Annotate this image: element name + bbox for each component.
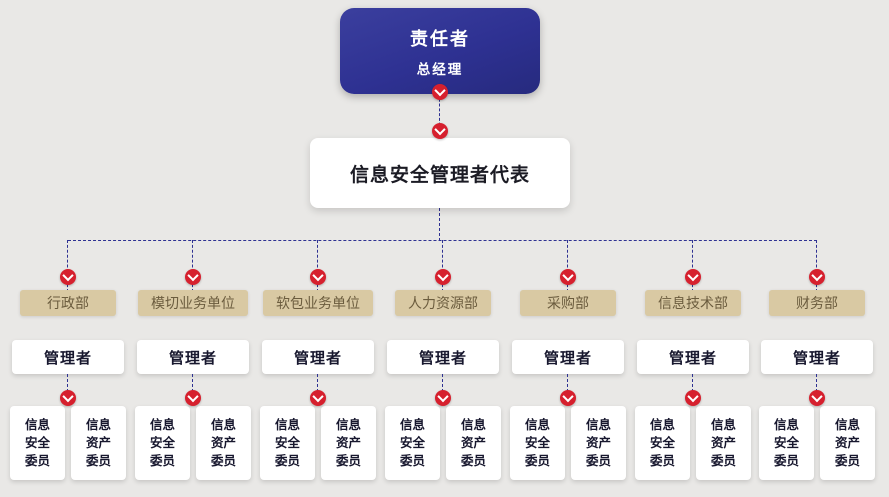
- connector-bus-to-department: [442, 240, 443, 292]
- chevron-down-icon: [434, 84, 446, 97]
- chevron-down-icon: [562, 269, 574, 282]
- connector-representative-to-bus: [439, 208, 440, 241]
- arrow-badge: [432, 84, 448, 100]
- connector-bus-to-department: [567, 240, 568, 292]
- department-column: 模切业务单位 管理者 信息 安全 委员 信息 资产 委员: [131, 240, 255, 490]
- connector-bus-to-department: [816, 240, 817, 292]
- root-node-title: 责任者: [410, 28, 470, 49]
- manager-node: 管理者: [262, 340, 374, 374]
- arrow-badge: [685, 269, 701, 285]
- manager-node: 管理者: [637, 340, 749, 374]
- connector-bus-to-department: [192, 240, 193, 292]
- chevron-down-icon: [187, 269, 199, 282]
- connector-manager-to-members: [317, 374, 318, 402]
- member-node-asset: 信息 资产 委员: [71, 406, 126, 480]
- chevron-down-icon: [437, 390, 449, 403]
- chevron-down-icon: [811, 390, 823, 403]
- member-node-asset: 信息 资产 委员: [321, 406, 376, 480]
- arrow-badge: [310, 269, 326, 285]
- department-node: 财务部: [769, 290, 865, 316]
- department-node: 软包业务单位: [263, 290, 373, 316]
- chevron-down-icon: [312, 390, 324, 403]
- chevron-down-icon: [312, 269, 324, 282]
- manager-node: 管理者: [761, 340, 873, 374]
- department-node: 行政部: [20, 290, 116, 316]
- department-column: 采购部 管理者 信息 安全 委员 信息 资产 委员: [506, 240, 630, 490]
- arrow-badge: [185, 269, 201, 285]
- arrow-badge: [435, 269, 451, 285]
- member-node-security: 信息 安全 委员: [510, 406, 565, 480]
- arrow-badge: [435, 390, 451, 406]
- department-node: 人力资源部: [395, 290, 491, 316]
- member-node-security: 信息 安全 委员: [10, 406, 65, 480]
- member-node-asset: 信息 资产 委员: [820, 406, 875, 480]
- chevron-down-icon: [437, 269, 449, 282]
- department-column: 软包业务单位 管理者 信息 安全 委员 信息 资产 委员: [256, 240, 380, 490]
- connector-manager-to-members: [692, 374, 693, 402]
- arrow-badge: [60, 269, 76, 285]
- connector-manager-to-members: [192, 374, 193, 402]
- arrow-badge: [560, 269, 576, 285]
- manager-node: 管理者: [137, 340, 249, 374]
- connector-root-to-representative: [439, 94, 440, 140]
- arrow-badge: [310, 390, 326, 406]
- chevron-down-icon: [562, 390, 574, 403]
- connector-manager-to-members: [442, 374, 443, 402]
- chevron-down-icon: [187, 390, 199, 403]
- member-node-asset: 信息 资产 委员: [696, 406, 751, 480]
- member-node-asset: 信息 资产 委员: [196, 406, 251, 480]
- root-node-subtitle: 总经理: [416, 61, 464, 77]
- connector-bus-to-department: [692, 240, 693, 292]
- department-node: 采购部: [520, 290, 616, 316]
- member-node-security: 信息 安全 委员: [260, 406, 315, 480]
- arrow-badge: [560, 390, 576, 406]
- member-node-security: 信息 安全 委员: [759, 406, 814, 480]
- arrow-badge: [185, 390, 201, 406]
- department-column: 人力资源部 管理者 信息 安全 委员 信息 资产 委员: [381, 240, 505, 490]
- chevron-down-icon: [434, 123, 446, 136]
- manager-node: 管理者: [12, 340, 124, 374]
- member-node-security: 信息 安全 委员: [135, 406, 190, 480]
- member-node-asset: 信息 资产 委员: [446, 406, 501, 480]
- connector-bus-to-department: [317, 240, 318, 292]
- arrow-badge: [685, 390, 701, 406]
- department-column: 行政部 管理者 信息 安全 委员 信息 资产 委员: [6, 240, 130, 490]
- member-node-security: 信息 安全 委员: [385, 406, 440, 480]
- chevron-down-icon: [687, 390, 699, 403]
- chevron-down-icon: [62, 269, 74, 282]
- connector-manager-to-members: [67, 374, 68, 402]
- manager-node: 管理者: [512, 340, 624, 374]
- root-node-general-manager: 责任者 总经理: [340, 8, 540, 94]
- chevron-down-icon: [687, 269, 699, 282]
- arrow-badge: [809, 269, 825, 285]
- chevron-down-icon: [811, 269, 823, 282]
- connector-bus-to-department: [67, 240, 68, 292]
- connector-manager-to-members: [816, 374, 817, 402]
- member-node-security: 信息 安全 委员: [635, 406, 690, 480]
- arrow-badge: [809, 390, 825, 406]
- department-node: 信息技术部: [645, 290, 741, 316]
- department-column: 信息技术部 管理者 信息 安全 委员 信息 资产 委员: [631, 240, 755, 490]
- arrow-badge: [60, 390, 76, 406]
- chevron-down-icon: [62, 390, 74, 403]
- department-node: 模切业务单位: [138, 290, 248, 316]
- department-column: 财务部 管理者 信息 安全 委员 信息 资产 委员: [755, 240, 879, 490]
- member-node-asset: 信息 资产 委员: [571, 406, 626, 480]
- manager-node: 管理者: [387, 340, 499, 374]
- representative-label: 信息安全管理者代表: [349, 164, 530, 186]
- arrow-badge: [432, 123, 448, 139]
- representative-node: 信息安全管理者代表: [310, 138, 570, 208]
- connector-manager-to-members: [567, 374, 568, 402]
